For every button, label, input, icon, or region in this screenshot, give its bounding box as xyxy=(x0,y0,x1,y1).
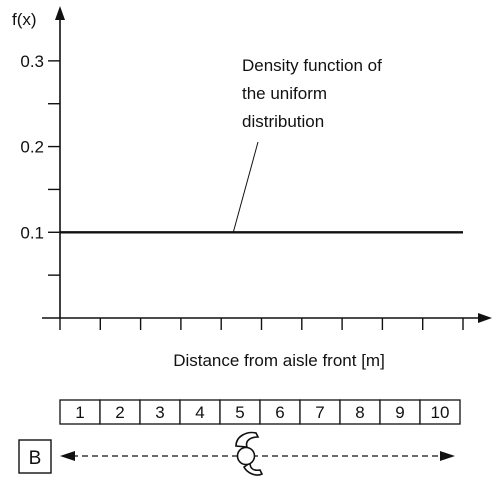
y-ticks: 0.1 0.2 0.3 xyxy=(20,52,60,276)
aisle-cell xyxy=(419,399,461,425)
y-tick-label: 0.2 xyxy=(20,138,44,157)
left-arrowhead xyxy=(60,451,75,461)
aisle-cell-label: 9 xyxy=(395,403,404,422)
aisle-cell-label: 7 xyxy=(315,403,324,422)
annotation-leader-line xyxy=(232,141,259,233)
aisle-cell-label: 6 xyxy=(275,403,284,422)
order-picker-icon xyxy=(235,431,264,476)
aisle-cell-label: 3 xyxy=(155,403,164,422)
y-tick-label: 0.1 xyxy=(20,223,44,242)
annotation: Density function of the uniform distribu… xyxy=(232,56,382,233)
y-tick-label: 0.3 xyxy=(20,52,44,71)
annotation-text-line-3: distribution xyxy=(242,112,324,131)
y-axis-label: f(x) xyxy=(12,10,37,29)
aisle-cell-label: 1 xyxy=(75,403,84,422)
aisle-cell xyxy=(59,399,101,425)
x-axis-label: Distance from aisle front [m] xyxy=(173,351,385,370)
base-box xyxy=(18,439,52,474)
aisle-cell xyxy=(99,399,141,425)
base-box-label: B xyxy=(29,448,42,469)
annotation-text-line-2: the uniform xyxy=(242,84,327,103)
aisle-diagram: 1 2 3 4 5 6 7 8 9 10 B xyxy=(18,399,461,476)
aisle-cell-label: 10 xyxy=(431,403,450,422)
aisle-cell xyxy=(339,399,381,425)
aisle-cell-label: 5 xyxy=(235,403,244,422)
axes xyxy=(42,6,492,323)
annotation-text-line-1: Density function of xyxy=(242,56,382,75)
aisle-cell-label: 8 xyxy=(355,403,364,422)
aisle-cell xyxy=(139,399,181,425)
aisle-cell-label: 2 xyxy=(115,403,124,422)
y-axis-arrow xyxy=(55,6,65,20)
right-arrowhead xyxy=(440,451,455,461)
aisle-positions: 1 2 3 4 5 6 7 8 9 10 xyxy=(59,399,461,425)
x-ticks xyxy=(59,318,464,330)
x-axis-arrow xyxy=(478,313,492,323)
aisle-cell-label: 4 xyxy=(195,403,204,422)
